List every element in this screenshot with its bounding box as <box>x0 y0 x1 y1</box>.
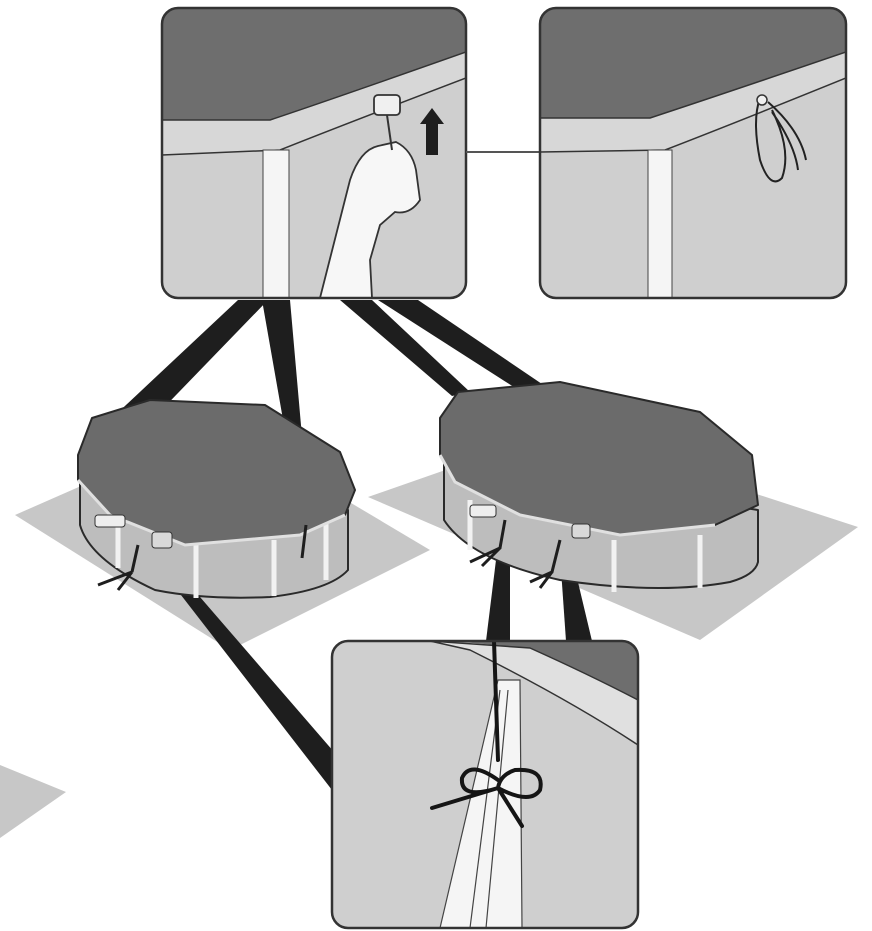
return-fitting <box>572 524 590 538</box>
return-fitting <box>152 532 172 548</box>
detail-panel-hook-rope <box>162 8 466 300</box>
panel-strap <box>648 150 672 300</box>
ground-sheet-partial <box>0 765 66 838</box>
skimmer <box>470 505 496 517</box>
pool-right <box>440 382 758 592</box>
detail-panel-rope-loop <box>540 8 846 300</box>
skimmer <box>95 515 125 527</box>
leader-wedge <box>486 560 510 641</box>
hook-clip <box>374 95 400 115</box>
pool-left <box>78 400 355 598</box>
panel-strap <box>263 150 289 300</box>
detail-panel-tie-knot <box>332 641 638 928</box>
